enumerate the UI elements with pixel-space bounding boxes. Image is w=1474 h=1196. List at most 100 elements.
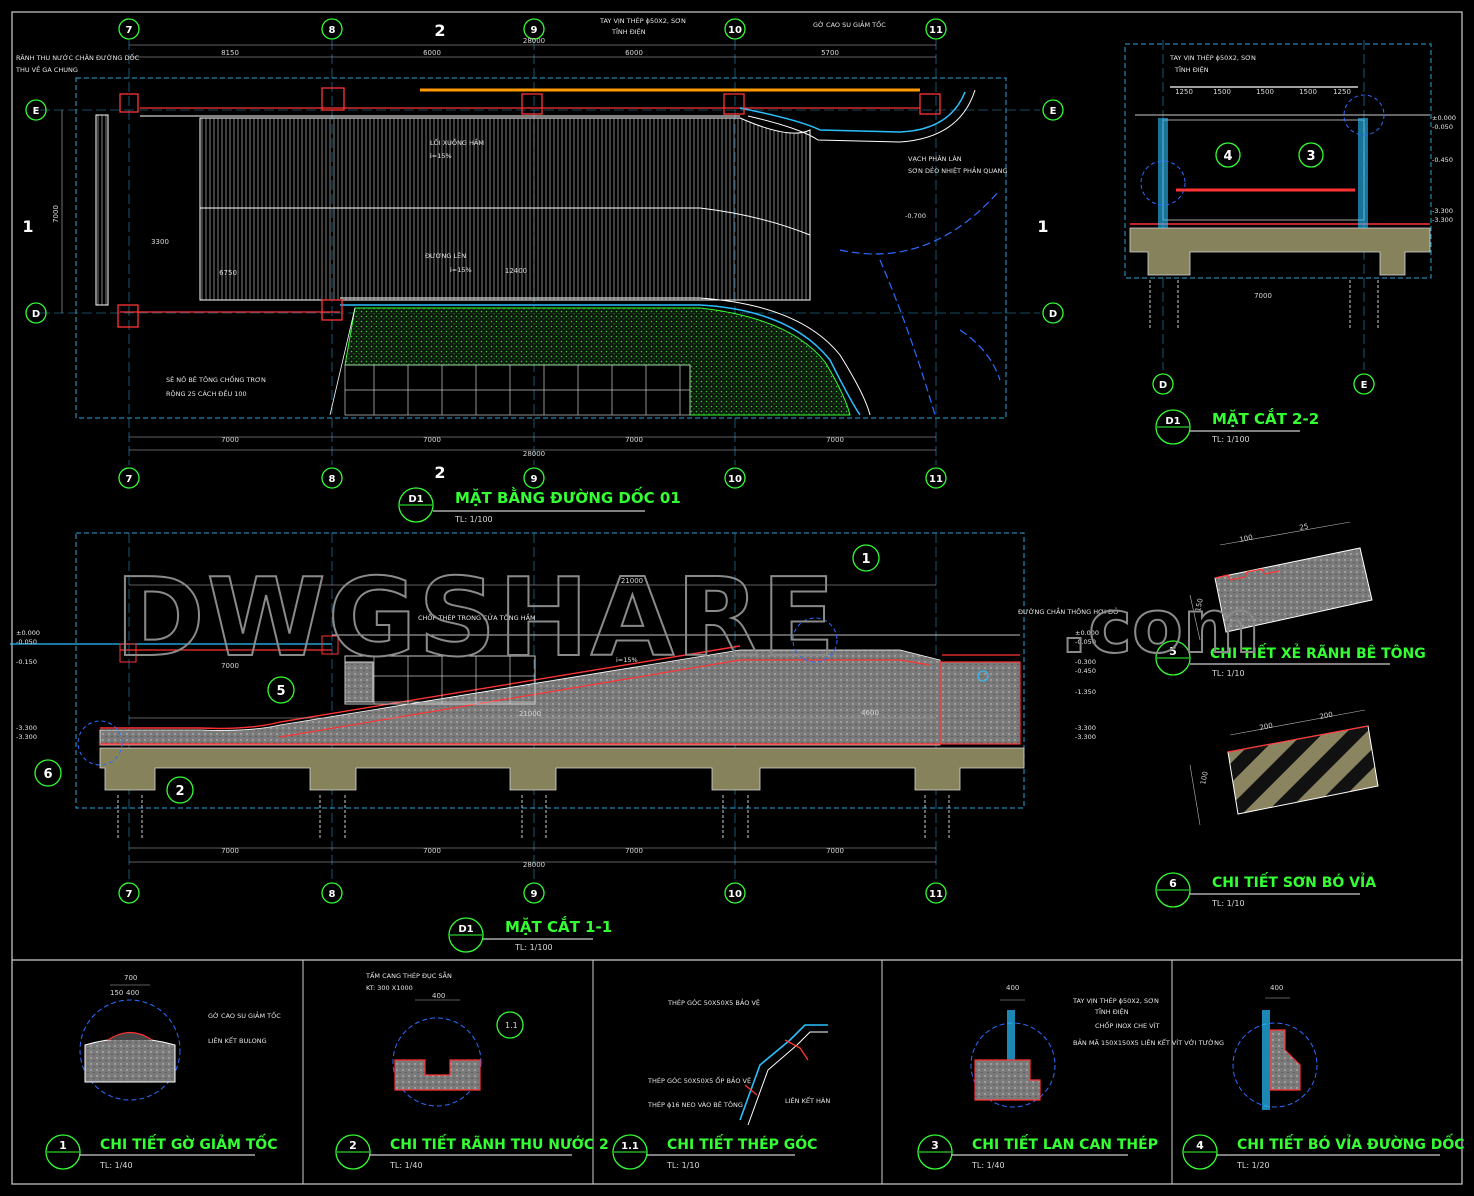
s11-dim-7000: 7000: [221, 662, 239, 670]
dim-7000-vertical: 7000: [52, 205, 60, 223]
detail-3-drawing: [970, 999, 1056, 1108]
dim-6750: 6750: [219, 269, 237, 277]
s11-grid-11: 11: [929, 889, 943, 900]
d11-title: CHI TIẾT THÉP GÓC: [667, 1134, 817, 1153]
s22-badge: D1: [1165, 416, 1180, 427]
d6-scale: TL: 1/10: [1211, 899, 1245, 908]
note-slope-1: i=15%: [430, 152, 452, 160]
note-lane-line-2: SƠN DẺO NHIỆT PHẢN QUANG: [908, 166, 1008, 175]
note-anti-slip: SÊ NÔ BÊ TÔNG CHỐNG TRƠN: [166, 374, 266, 384]
d1-dim-150: 150: [110, 989, 123, 997]
section-mark-2-bottom: 2: [434, 463, 445, 482]
sheet-border: [11, 11, 1463, 1185]
note-up-ramp: ĐƯỜNG LÊN: [425, 251, 466, 260]
s22-dim-1500-a: 1500: [1213, 88, 1231, 96]
s22-dim-1250: 1250: [1175, 88, 1193, 96]
d11-note-angle: THÉP GÓC 50X50X5 BẢO VỆ: [667, 998, 760, 1007]
d1-note-bolt: LIÊN KẾT BULONG: [208, 1035, 267, 1045]
s11-title: MẶT CẮT 1-1: [505, 915, 612, 936]
grid-label-9-bottom: 9: [531, 474, 538, 485]
d6-dim-100: 100: [1199, 771, 1210, 786]
d2-note-grate-size: KT: 300 X1000: [366, 984, 413, 992]
grid-label-d-right: D: [1049, 309, 1057, 320]
dim-8150: 8150: [221, 49, 239, 57]
d3-dim-400: 400: [1006, 984, 1019, 992]
section-mark-2-top: 2: [434, 21, 445, 40]
d1-badge: 1: [59, 1139, 67, 1152]
grid-label-8-bottom: 8: [329, 474, 336, 485]
s11-level-330: -3.300: [16, 724, 37, 732]
d3-badge: 3: [931, 1139, 939, 1152]
d11-badge: 1.1: [621, 1141, 639, 1152]
s11-dim-21000: 21000: [621, 577, 643, 585]
s11-dim-bay-3: 7000: [625, 847, 643, 855]
grid-label-11-bottom: 11: [929, 474, 943, 485]
dim-5700: 5700: [821, 49, 839, 57]
s22-level-045: -0.450: [1432, 156, 1453, 164]
s11-level-0-r: ±0.000: [1075, 629, 1099, 637]
s22-dim-1250-b: 1250: [1333, 88, 1351, 96]
s11-level-330-r: -3.300: [1075, 724, 1096, 732]
d5-dim-100: 100: [1239, 533, 1254, 544]
s11-note-steel: CHỐP THÉP TRONG CỬA TỔNG HẦM: [418, 612, 536, 622]
s11-level-030-r: -0.300: [1075, 658, 1096, 666]
grid-label-9-top: 9: [531, 25, 538, 36]
d11-note-weld: LIÊN KẾT HÀN: [785, 1095, 830, 1105]
s11-dim-bay-1: 7000: [221, 847, 239, 855]
d3-title: CHI TIẾT LAN CAN THÉP: [972, 1134, 1158, 1153]
detail-1-title-block: 1 CHI TIẾT GỜ GIẢM TỐC TL: 1/40: [45, 1133, 277, 1170]
plan-scale: TL: 1/100: [454, 515, 493, 524]
dim-bay-1: 7000: [221, 436, 239, 444]
d4-badge: 4: [1196, 1139, 1204, 1152]
watermark-main: DWGSHARE: [115, 556, 837, 681]
d5-badge: 5: [1169, 645, 1177, 658]
s11-dim-bay-4: 7000: [826, 847, 844, 855]
s11-callout-2: 2: [175, 784, 184, 799]
plan-view: [40, 40, 1040, 465]
s11-level-005-r: -0.050: [1075, 638, 1096, 646]
s11-callout-5: 5: [276, 684, 285, 699]
section-2-2-view: [1124, 40, 1432, 395]
grid-label-d-left: D: [32, 309, 40, 320]
s11-level-0: ±0.000: [16, 629, 40, 637]
d5-dim-25: 25: [1299, 522, 1309, 532]
s11-grid-10: 10: [728, 889, 742, 900]
d2-callout-11: 1.1: [505, 1021, 518, 1030]
note-drain: RÃNH THU NƯỚC CHÂN ĐƯỜNG DỐC: [16, 52, 140, 62]
d3-note-plate: BẢN MÃ 150X150X5 LIÊN KẾT VÍT VỚI TƯỜNG: [1073, 1037, 1224, 1047]
section-1-1-view: [10, 532, 1025, 904]
section-mark-1-right: 1: [1037, 217, 1048, 236]
grid-label-7-bottom: 7: [126, 474, 133, 485]
s11-level-335-r: -3.300: [1075, 733, 1096, 741]
s22-level-335: -3.300: [1432, 216, 1453, 224]
detail-3-title-block: 3 CHI TIẾT LAN CAN THÉP TL: 1/40: [917, 1134, 1158, 1170]
dim-total-bottom: 28000: [523, 450, 545, 458]
dim-bay-4: 7000: [826, 436, 844, 444]
dim-bay-3: 7000: [625, 436, 643, 444]
d11-scale: TL: 1/10: [666, 1161, 700, 1170]
d2-dim-400: 400: [432, 992, 445, 1000]
d4-scale: TL: 1/20: [1236, 1161, 1270, 1170]
note-lane-line: VẠCH PHÂN LÀN: [908, 154, 962, 163]
grid-label-7-top: 7: [126, 25, 133, 36]
s22-grid-e: E: [1361, 380, 1368, 391]
note-down-ramp: LỐI XUỐNG HẦM: [430, 137, 484, 147]
note-handrail-2: TĨNH ĐIỆN: [611, 27, 646, 36]
detail-2-drawing: [392, 999, 524, 1107]
grid-label-e-left: E: [33, 106, 40, 117]
s11-dim-4600: 4600: [861, 709, 879, 717]
d3-note-cap: CHỐP INOX CHE VÍT: [1095, 1020, 1159, 1030]
s11-grid-7: 7: [126, 889, 133, 900]
s22-callout-3: 3: [1306, 149, 1315, 164]
d2-scale: TL: 1/40: [389, 1161, 423, 1170]
dim-3300: 3300: [151, 238, 169, 246]
s22-level-330: -3.300: [1432, 207, 1453, 215]
detail-5-title-block: 5 CHI TIẾT XẺ RÃNH BÊ TÔNG TL: 1/10: [1155, 640, 1426, 678]
note-drain-2: THU VỀ GA CHUNG: [15, 64, 78, 74]
note-slope-2: i=15%: [450, 266, 472, 274]
d5-title: CHI TIẾT XẺ RÃNH BÊ TÔNG: [1210, 643, 1426, 662]
detail-6-drawing: [1189, 709, 1379, 826]
s22-title: MẶT CẮT 2-2: [1212, 407, 1319, 428]
d3-scale: TL: 1/40: [971, 1161, 1005, 1170]
detail-5-drawing: [1189, 521, 1373, 641]
